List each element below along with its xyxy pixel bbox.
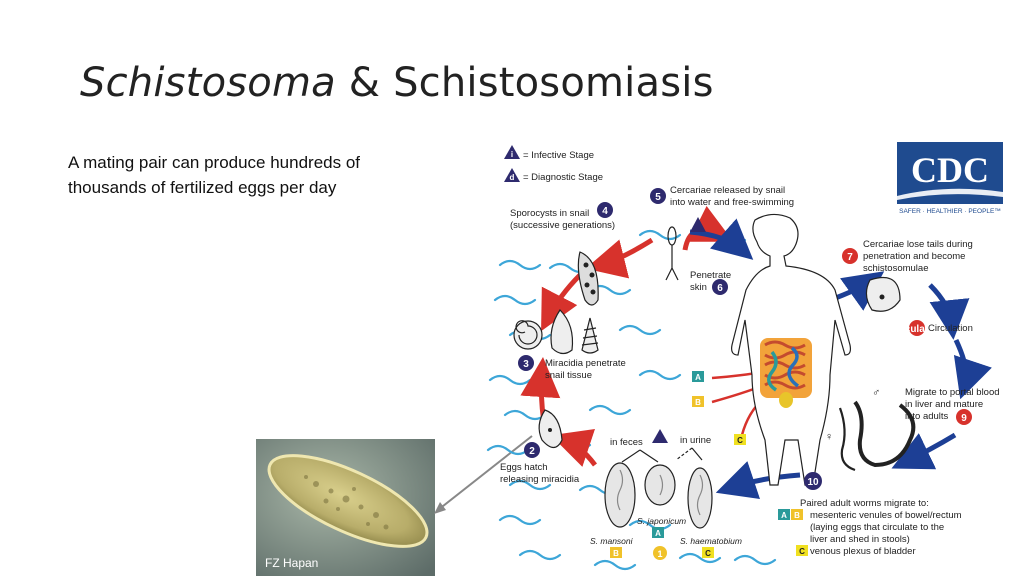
adult-worms-icon xyxy=(838,400,916,472)
step-4-badge: 4 xyxy=(602,206,608,217)
step-9-label-1: Migrate to portal blood xyxy=(905,387,1000,398)
species-labels: S. mansoni S. japonicum S. haematobium xyxy=(590,516,742,546)
tag-a-2: A xyxy=(655,529,661,538)
step-10-badge: 10 xyxy=(807,477,819,488)
cdc-tagline: SAFER · HEALTHIER · PEOPLE™ xyxy=(899,208,1001,215)
slide-title: Schistosoma & Schistosomiasis xyxy=(80,60,714,106)
legend-i: i xyxy=(511,150,513,159)
snails-icon xyxy=(513,309,599,355)
infective-marker-icon xyxy=(690,217,706,232)
step-8-badge: Circulation xyxy=(891,324,943,335)
schistosomulum-icon xyxy=(865,276,901,312)
tag-a-1: A xyxy=(695,373,701,382)
infective-stage-icon xyxy=(504,145,520,159)
legend-d: d xyxy=(510,173,515,182)
in-urine-label: in urine xyxy=(680,435,711,446)
intestines-icon xyxy=(760,338,812,408)
legend: i = Infective Stage d = Diagnostic Stage xyxy=(504,145,603,183)
female-symbol: ♀ xyxy=(825,431,833,443)
step-8-label: Circulation xyxy=(928,323,973,334)
body-text: A mating pair can produce hundreds of th… xyxy=(68,153,361,197)
step-7-label-2: penetration and become xyxy=(863,251,965,262)
step-3-badge: 3 xyxy=(523,359,529,370)
species-tags: A B C A B C A B C xyxy=(610,371,808,558)
miracidium-icon xyxy=(538,409,563,449)
step-10-label-5: venous plexus of bladder xyxy=(810,546,916,557)
in-feces-label: in feces xyxy=(610,437,643,448)
water-waves xyxy=(486,229,777,571)
diagnostic-marker-icon xyxy=(652,429,668,443)
step-7-label-3: schistosomulae xyxy=(863,263,928,274)
eggs-icon xyxy=(604,462,713,529)
step-3-label-2: snail tissue xyxy=(545,370,592,381)
tag-c-2: C xyxy=(705,549,711,558)
miracidium-photo-image: FZ Hapan xyxy=(256,439,435,576)
tag-c-1: C xyxy=(737,436,743,445)
step-6-label-2: skin xyxy=(690,282,707,293)
step-5-badge: 5 xyxy=(655,192,661,203)
lifecycle-diagram: i = Infective Stage d = Diagnostic Stage xyxy=(486,145,1000,571)
legend-diagnostic: = Diagnostic Stage xyxy=(523,172,603,183)
pointer-line xyxy=(434,435,533,514)
sporocyst-icon xyxy=(577,251,599,306)
step-10-label-4: liver and shed in stools) xyxy=(810,534,910,545)
step-9-label-3: into adults xyxy=(905,411,949,422)
step-7-badge: 7 xyxy=(847,252,853,263)
egg-branch-lines xyxy=(621,447,703,463)
step-10-label-3: (laying eggs that circulate to the xyxy=(810,522,944,533)
title-genus: Schistosoma xyxy=(80,60,336,106)
step-labels: Sporocysts in snail (successive generati… xyxy=(500,185,1000,557)
step-10-label-1: Paired adult worms migrate to: xyxy=(800,498,929,509)
legend-infective: = Infective Stage xyxy=(523,150,594,161)
tag-a-3: A xyxy=(781,511,787,520)
tag-c-3: C xyxy=(799,547,805,556)
step-10-label-2: mesenteric venules of bowel/rectum xyxy=(810,510,962,521)
step-2-label-2: releasing miracidia xyxy=(500,474,580,485)
step-4-label-2: (successive generations) xyxy=(510,220,615,231)
step-9-label-2: in liver and mature xyxy=(905,399,983,410)
step-2-label-1: Eggs hatch xyxy=(500,462,548,473)
cdc-logo: CDC SAFER · HEALTHIER · PEOPLE™ xyxy=(897,142,1007,216)
step-1-badge: 1 xyxy=(657,549,662,559)
diagnostic-stage-icon xyxy=(504,168,520,182)
step-9-badge: 9 xyxy=(961,413,967,424)
host-arrows xyxy=(689,218,992,500)
step-6-badge: 6 xyxy=(717,283,723,294)
step-5-label-2: into water and free-swimming xyxy=(670,197,794,208)
male-symbol: ♂ xyxy=(872,387,880,399)
cdc-logo-text: CDC xyxy=(911,150,989,190)
step-6-label-1: Penetrate xyxy=(690,270,731,281)
cercaria-icon xyxy=(665,226,679,281)
s-japonicum-label: S. japonicum xyxy=(637,516,686,526)
photo-credit: FZ Hapan xyxy=(265,556,318,570)
s-haematobium-label: S. haematobium xyxy=(680,536,742,546)
step-5-label-1: Cercariae released by snail xyxy=(670,185,785,196)
cdc-logo-image: CDC SAFER · HEALTHIER · PEOPLE™ xyxy=(897,142,1003,215)
title-rest: & Schistosomiasis xyxy=(335,60,714,106)
s-mansoni-label: S. mansoni xyxy=(590,536,634,546)
tag-b-3: B xyxy=(794,511,800,520)
step-3-label-1: Miracidia penetrate xyxy=(545,358,626,369)
step-2-badge: 2 xyxy=(529,446,535,457)
step-7-label-1: Cercariae lose tails during xyxy=(863,239,973,250)
tag-b-2: B xyxy=(613,549,619,558)
tag-b-1: B xyxy=(695,398,701,407)
miracidium-photo: FZ Hapan xyxy=(256,439,435,576)
step-4-label-1: Sporocysts in snail xyxy=(510,208,589,219)
step-badges: 3 4 5 6 7 Circulation 9 10 2 1 xyxy=(518,188,972,560)
